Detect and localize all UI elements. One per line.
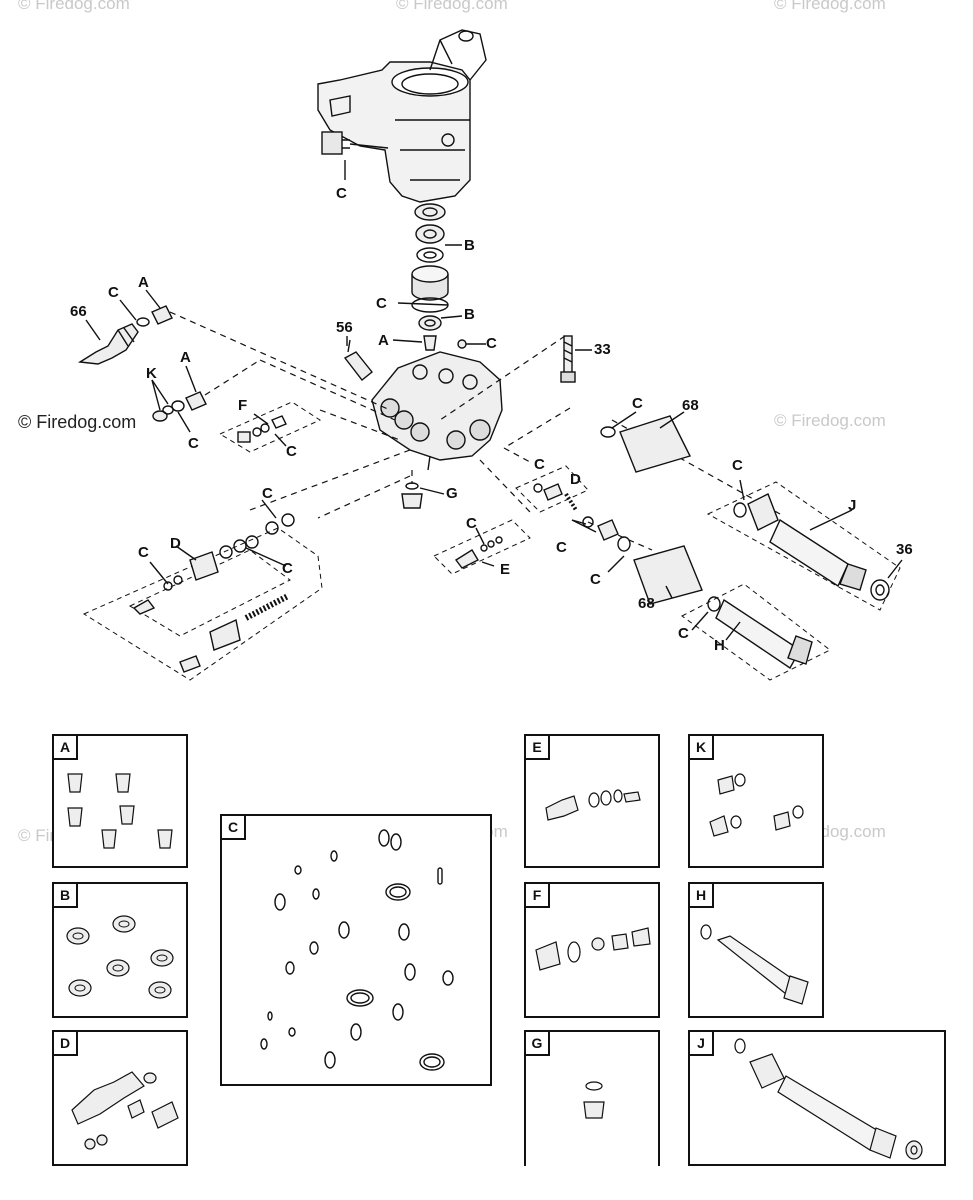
callout-56: 56 — [336, 319, 353, 336]
watermark-top-center: © Firedog.com — [396, 0, 508, 13]
detail-box-j-tag: J — [690, 1032, 714, 1056]
callout-c-mid: C — [376, 295, 387, 312]
detail-box-h-tag: H — [690, 884, 714, 908]
callout-68-upper-c: C — [632, 395, 643, 412]
group-d-right — [515, 465, 589, 513]
manifold — [371, 351, 503, 471]
detail-box-b: B — [52, 882, 188, 1018]
dashed-guides — [169, 311, 781, 551]
callout-h-c: C — [678, 625, 689, 642]
seals-illustration — [66, 915, 174, 999]
callout-66-c: C — [108, 284, 119, 301]
group-h — [681, 583, 831, 681]
part-56 — [343, 336, 373, 381]
detail-box-b-tag: B — [54, 884, 78, 908]
bolt-33 — [560, 335, 592, 383]
callout-d-left-c-top: C — [262, 485, 273, 502]
callout-f: F — [238, 397, 248, 414]
exploded-pump-diagram — [77, 29, 903, 681]
callout-k-a: A — [180, 349, 191, 366]
callout-k: K — [146, 365, 157, 382]
watermark-right: © Firedog.com — [774, 411, 886, 430]
pump-housing — [317, 29, 487, 203]
callout-f-c: C — [286, 443, 297, 460]
h-kit-illustration — [700, 924, 809, 1005]
detail-box-d: D — [52, 1030, 188, 1166]
watermark-top-right: © Firedog.com — [774, 0, 886, 13]
callout-j: J — [848, 497, 857, 514]
g-kit-illustration — [583, 1081, 605, 1119]
group-d-left — [82, 499, 323, 681]
detail-box-j: J — [688, 1030, 946, 1166]
detail-box-f-tag: F — [526, 884, 550, 908]
callout-68-lower-c-left: C — [556, 539, 567, 556]
group-j — [706, 479, 903, 611]
callout-h: H — [714, 637, 725, 654]
callout-66-a: A — [138, 274, 149, 291]
group-f — [218, 401, 322, 453]
callout-68-lower: 68 — [638, 595, 655, 612]
detail-box-d-tag: D — [54, 1032, 78, 1056]
detail-box-k: K — [688, 734, 824, 868]
detail-box-f: F — [524, 882, 660, 1018]
part-k — [151, 365, 207, 433]
callout-66: 66 — [70, 303, 87, 320]
callout-36: 36 — [896, 541, 913, 558]
detail-box-h: H — [688, 882, 824, 1018]
detail-box-c-tag: C — [222, 816, 246, 840]
detail-box-a: A — [52, 734, 188, 868]
callout-b-lower: B — [464, 306, 475, 323]
callout-d-right: D — [570, 471, 581, 488]
seal-stack — [392, 203, 486, 351]
e-kit-illustration — [545, 789, 641, 821]
detail-box-c: C — [220, 814, 492, 1086]
detail-box-g-tag: G — [526, 1032, 550, 1056]
detail-box-e-tag: E — [526, 736, 550, 760]
o-rings-illustration — [260, 829, 454, 1071]
detail-box-a-tag: A — [54, 736, 78, 760]
k-kit-illustration — [709, 773, 804, 837]
j-kit-illustration — [734, 1038, 923, 1160]
callout-d-left: D — [170, 535, 181, 552]
part-66 — [77, 289, 173, 365]
detail-box-k-tag: K — [690, 736, 714, 760]
callout-e-c: C — [466, 515, 477, 532]
callout-b-upper: B — [464, 237, 475, 254]
callout-68-upper: 68 — [682, 397, 699, 414]
callout-d-right-c: C — [534, 456, 545, 473]
unloader-illustration — [71, 1071, 179, 1150]
part-g — [401, 482, 445, 509]
housing-plug — [321, 131, 389, 180]
callout-d-left-c: C — [138, 544, 149, 561]
callout-d-left-c-right: C — [282, 560, 293, 577]
watermark-top-left: © Firedog.com — [18, 0, 130, 13]
callout-j-c: C — [732, 457, 743, 474]
callout-68-lower-c: C — [590, 571, 601, 588]
callout-33: 33 — [594, 341, 611, 358]
callout-c-center: C — [486, 335, 497, 352]
callout-e: E — [500, 561, 511, 578]
f-kit-illustration — [535, 927, 651, 971]
group-e — [433, 519, 531, 575]
callout-housing-c: C — [336, 185, 347, 202]
callout-k-c: C — [188, 435, 199, 452]
watermark-left: © Firedog.com — [18, 412, 137, 432]
detail-box-e: E — [524, 734, 660, 868]
valve-seats-illustration — [67, 773, 173, 849]
callout-g: G — [446, 485, 458, 502]
part-68-upper — [600, 411, 691, 473]
part-68-lower — [571, 516, 703, 605]
callout-a-center: A — [378, 332, 389, 349]
detail-box-g: G — [524, 1030, 660, 1166]
